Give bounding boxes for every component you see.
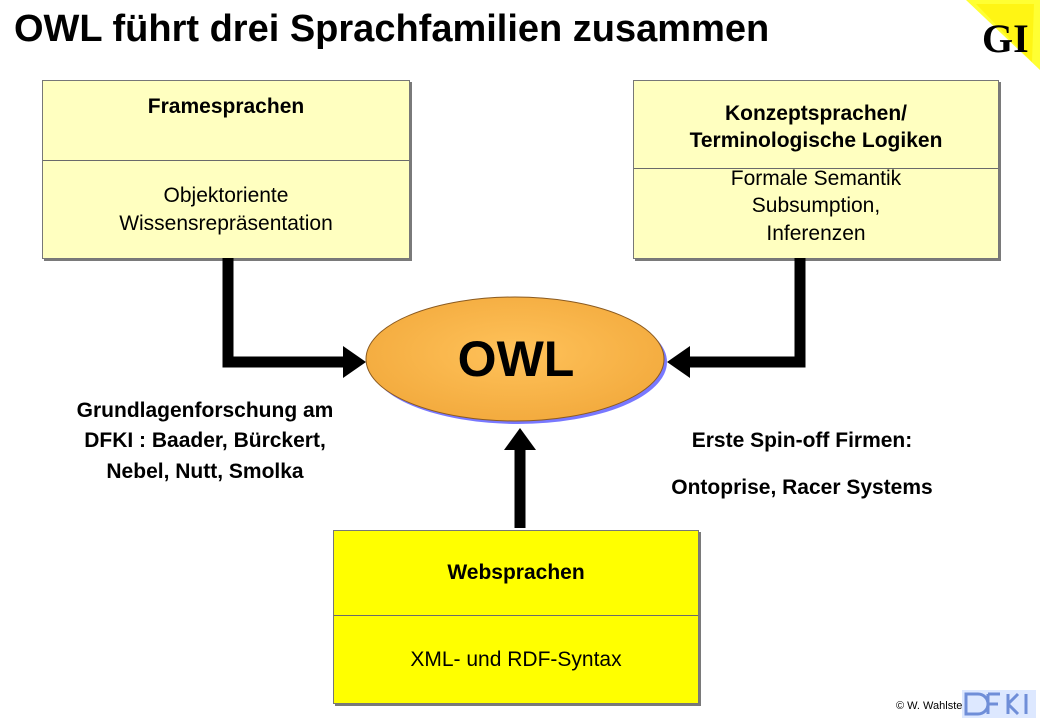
frame-languages-header: Framesprachen (147, 95, 305, 119)
right-spinoff-note-line1: Erste Spin-off Firmen: (691, 429, 913, 452)
dfki-logo (962, 690, 1036, 718)
web-languages-box: Websprachen XML- und RDF-Syntax (333, 530, 699, 704)
concept-languages-divider (634, 168, 998, 169)
frame-to-owl-arrowhead (343, 346, 366, 378)
owl-ellipse (365, 296, 665, 422)
gi-logo-text: GI (982, 16, 1029, 61)
right-spinoff-note-line2: Ontoprise, Racer Systems (671, 476, 933, 499)
web-languages-divider (334, 615, 698, 616)
concept-to-owl-connector (684, 258, 806, 368)
web-languages-header: Websprachen (447, 561, 585, 585)
owl-label: OWL (457, 331, 575, 387)
copyright-text: © W. Wahlster (896, 700, 967, 712)
web-languages-body: XML- und RDF-Syntax (410, 647, 622, 671)
concept-to-owl-arrowhead (667, 346, 690, 378)
slide-title: OWL führt drei Sprachfamilien zusammen (14, 8, 770, 50)
frame-languages-body: Objektoriente Wissensrepräsentation (119, 184, 333, 235)
concept-languages-body: Formale Semantik Subsumption, Inferenzen (730, 167, 902, 245)
concept-languages-header: Konzeptsprachen/ Terminologische Logiken (689, 101, 943, 152)
web-to-owl-arrowhead (504, 428, 536, 450)
left-research-note: Grundlagenforschung am DFKI : Baader, Bü… (76, 399, 334, 483)
concept-languages-box: Konzeptsprachen/ Terminologische Logiken… (633, 80, 999, 259)
frame-to-owl-connector (222, 258, 350, 368)
frame-languages-divider (43, 160, 409, 161)
gi-logo: GI (966, 0, 1040, 70)
